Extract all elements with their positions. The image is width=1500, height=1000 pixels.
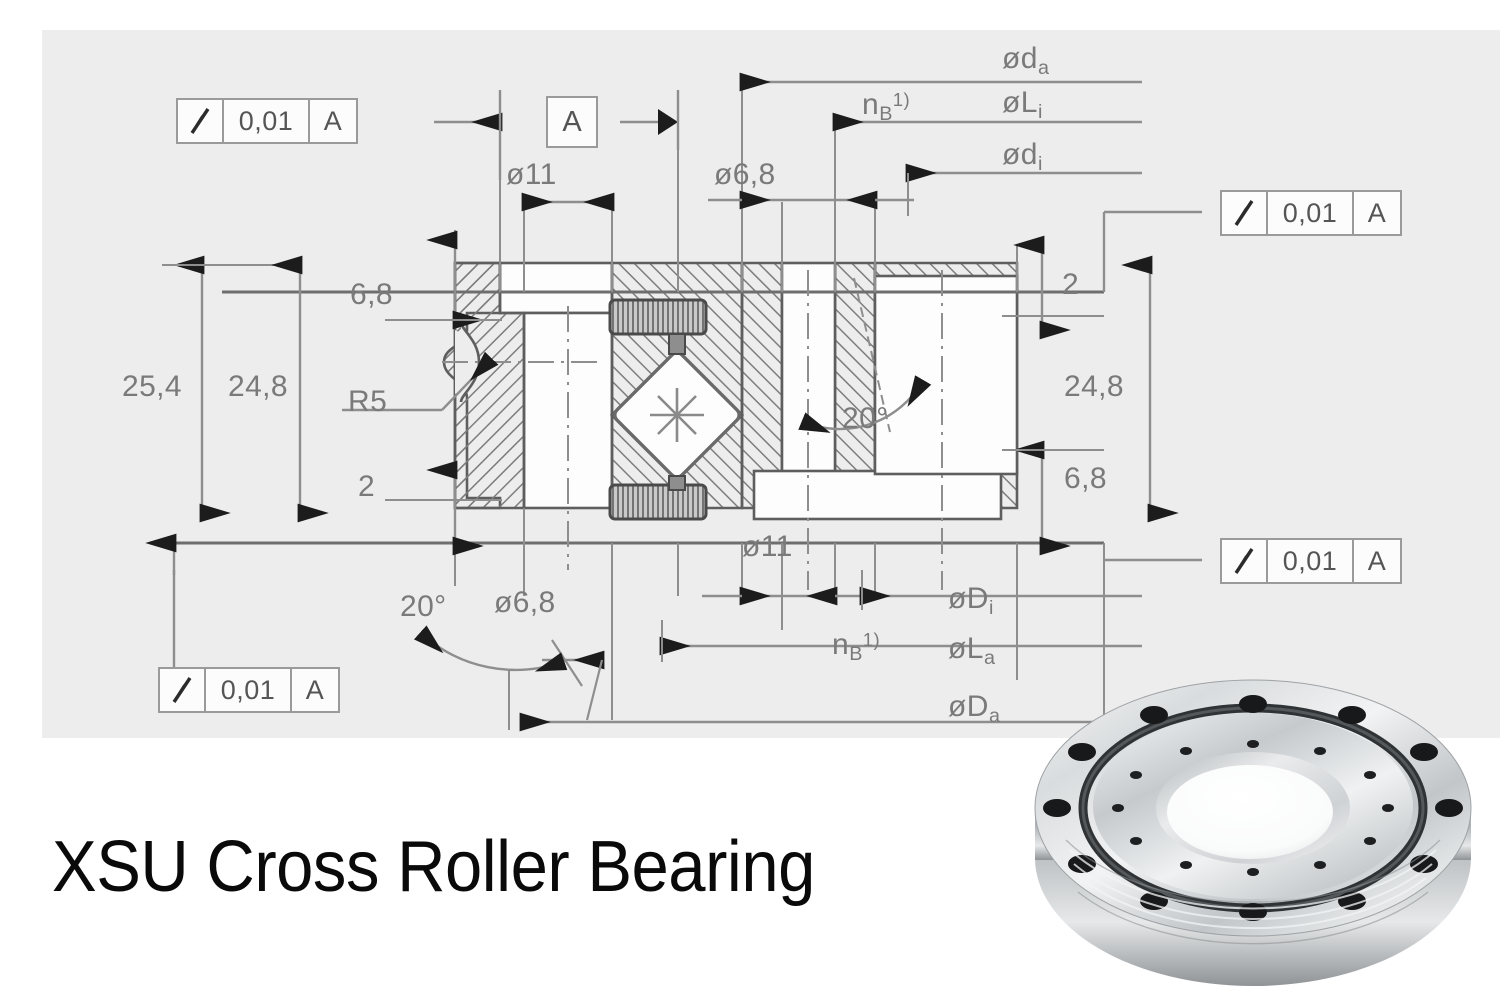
technical-drawing-panel: 0,01 A 0,01 A 0,01 A <box>42 30 1500 738</box>
dim-label-2-left: 2 <box>358 470 376 503</box>
datum-letter: A <box>562 105 582 138</box>
dim-label-24-8-left: 24,8 <box>228 370 288 403</box>
dim-label-r5: R5 <box>348 385 388 418</box>
dim-label-angle-20-right: 20° <box>842 402 889 435</box>
page-title: XSU Cross Roller Bearing <box>52 827 815 907</box>
datum-feature-box-a[interactable]: A <box>546 96 598 148</box>
tolerance-datum: A <box>323 105 343 136</box>
tolerance-frame-right-upper[interactable]: 0,01 A <box>1220 190 1402 236</box>
dim-label-6-8-right: 6,8 <box>1064 462 1107 495</box>
dim-label-oL-i: øLi <box>1002 86 1043 123</box>
dim-label-oD-a: øDa <box>948 690 1001 727</box>
tolerance-value: 0,01 <box>224 100 310 142</box>
dim-label-oL-a: øLa <box>948 632 996 669</box>
runout-slash-icon <box>1222 192 1268 234</box>
tolerance-frame-right-lower[interactable]: 0,01 A <box>1220 538 1402 584</box>
dim-label-o68-bottom: ø6,8 <box>494 586 556 619</box>
tolerance-datum: A <box>1367 197 1387 228</box>
dim-label-od-i: ødi <box>1002 138 1043 175</box>
tolerance-value: 0,01 <box>206 669 292 711</box>
dim-label-od-a: øda <box>1002 42 1050 79</box>
runout-slash-icon <box>178 100 224 142</box>
dim-label-6-8-left: 6,8 <box>350 278 393 311</box>
dim-label-2-right: 2 <box>1062 268 1080 301</box>
dim-label-nb-top: nB1) <box>862 88 911 125</box>
tolerance-frame-bottom-left[interactable]: 0,01 A <box>158 667 340 713</box>
tolerance-value: 0,01 <box>1268 540 1354 582</box>
cross-roller-bearing-photo <box>1034 679 1472 986</box>
dim-label-angle-20-bottom: 20° <box>400 590 447 623</box>
dim-label-nb-bottom: nB1) <box>832 628 881 665</box>
dim-label-oD-i: øDi <box>948 582 994 619</box>
dim-label-24-8-right: 24,8 <box>1064 370 1124 403</box>
tolerance-frame-top-left[interactable]: 0,01 A <box>176 98 358 144</box>
bearing-cross-section-drawing <box>145 72 1202 732</box>
tolerance-datum: A <box>1367 545 1387 576</box>
runout-slash-icon <box>1222 540 1268 582</box>
runout-slash-icon <box>160 669 206 711</box>
dim-label-o68-top: ø6,8 <box>714 158 776 191</box>
tolerance-value: 0,01 <box>1268 192 1354 234</box>
dim-label-o11-bottom: ø11 <box>742 530 793 563</box>
dim-label-25-4: 25,4 <box>122 370 182 403</box>
dim-label-o11-top: ø11 <box>506 158 557 191</box>
tolerance-datum: A <box>305 674 325 705</box>
